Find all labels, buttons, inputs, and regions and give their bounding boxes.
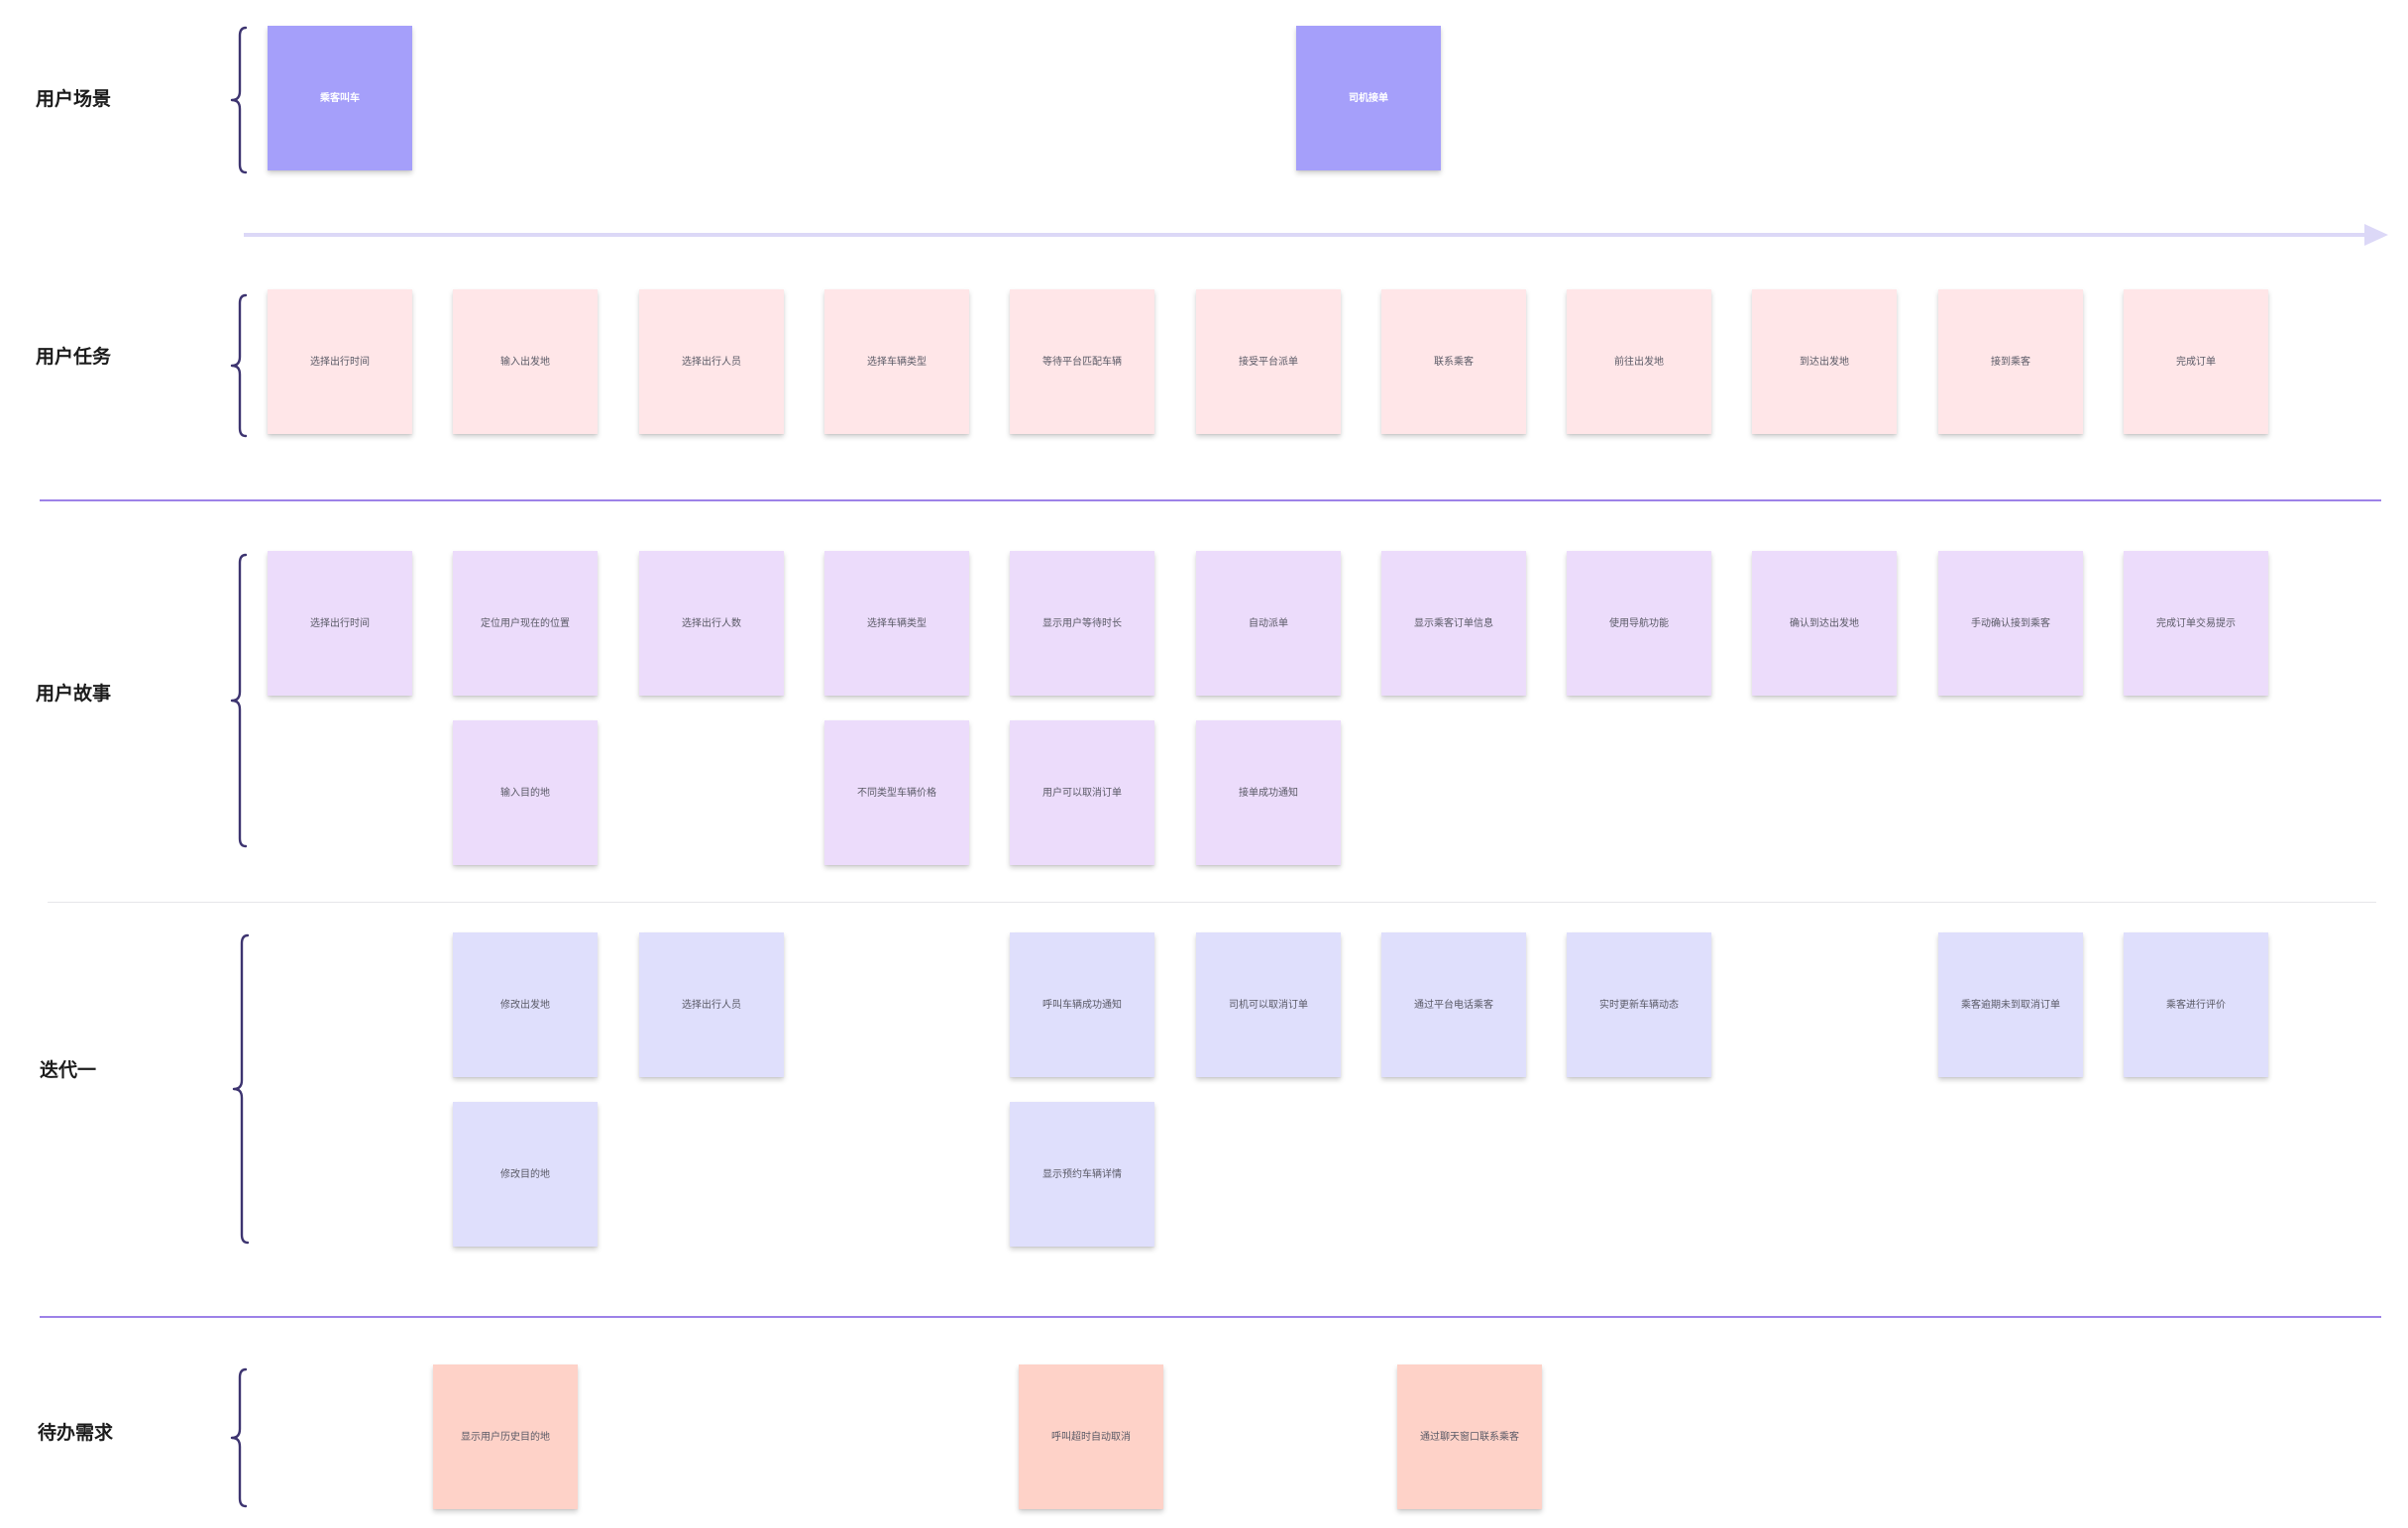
task-note[interactable]: 接到乘客	[1938, 289, 2083, 434]
divider-tasks-stories	[40, 499, 2381, 501]
iteration-note[interactable]: 司机可以取消订单	[1196, 932, 1341, 1077]
row-label-backlog: 待办需求	[38, 1422, 114, 1444]
row-label-iteration: 迭代一	[40, 1059, 97, 1081]
iteration-note[interactable]: 选择出行人员	[639, 932, 784, 1077]
brace-stories	[230, 553, 248, 848]
task-note[interactable]: 前往出发地	[1567, 289, 1711, 434]
scene-note[interactable]: 司机接单	[1296, 26, 1441, 170]
scene-note[interactable]: 乘客叫车	[268, 26, 412, 170]
brace-backlog	[230, 1367, 248, 1508]
task-note[interactable]: 选择出行人员	[639, 289, 784, 434]
divider-stories-iteration	[48, 902, 2376, 903]
task-note[interactable]: 等待平台匹配车辆	[1010, 289, 1154, 434]
story-note[interactable]: 定位用户现在的位置	[453, 551, 598, 696]
iteration-note[interactable]: 通过平台电话乘客	[1381, 932, 1526, 1077]
backlog-note[interactable]: 显示用户历史目的地	[433, 1364, 578, 1509]
task-note[interactable]: 选择车辆类型	[824, 289, 969, 434]
story-note[interactable]: 自动派单	[1196, 551, 1341, 696]
timeline-arrow	[244, 224, 2388, 246]
divider-iteration-backlog	[40, 1316, 2381, 1318]
iteration-note[interactable]: 乘客进行评价	[2124, 932, 2268, 1077]
backlog-note[interactable]: 呼叫超时自动取消	[1019, 1364, 1163, 1509]
story-note[interactable]: 使用导航功能	[1567, 551, 1711, 696]
story-note[interactable]: 选择出行时间	[268, 551, 412, 696]
iteration-note[interactable]: 乘客逾期未到取消订单	[1938, 932, 2083, 1077]
brace-scenes	[230, 26, 248, 174]
iteration-note[interactable]: 呼叫车辆成功通知	[1010, 932, 1154, 1077]
iteration-note[interactable]: 显示预约车辆详情	[1010, 1102, 1154, 1247]
iteration-note[interactable]: 修改出发地	[453, 932, 598, 1077]
row-label-scenes: 用户场景	[36, 88, 112, 110]
story-note[interactable]: 手动确认接到乘客	[1938, 551, 2083, 696]
row-label-tasks: 用户任务	[36, 346, 112, 368]
story-note[interactable]: 用户可以取消订单	[1010, 720, 1154, 865]
task-note[interactable]: 选择出行时间	[268, 289, 412, 434]
task-note[interactable]: 完成订单	[2124, 289, 2268, 434]
story-note[interactable]: 选择车辆类型	[824, 551, 969, 696]
row-label-stories: 用户故事	[36, 683, 112, 705]
story-note[interactable]: 显示用户等待时长	[1010, 551, 1154, 696]
story-note[interactable]: 接单成功通知	[1196, 720, 1341, 865]
iteration-note[interactable]: 修改目的地	[453, 1102, 598, 1247]
task-note[interactable]: 到达出发地	[1752, 289, 1897, 434]
story-note[interactable]: 选择出行人数	[639, 551, 784, 696]
task-note[interactable]: 联系乘客	[1381, 289, 1526, 434]
brace-iteration	[232, 933, 250, 1245]
story-note[interactable]: 完成订单交易提示	[2124, 551, 2268, 696]
story-note[interactable]: 输入目的地	[453, 720, 598, 865]
task-note[interactable]: 接受平台派单	[1196, 289, 1341, 434]
story-note[interactable]: 不同类型车辆价格	[824, 720, 969, 865]
story-note[interactable]: 显示乘客订单信息	[1381, 551, 1526, 696]
iteration-note[interactable]: 实时更新车辆动态	[1567, 932, 1711, 1077]
story-note[interactable]: 确认到达出发地	[1752, 551, 1897, 696]
task-note[interactable]: 输入出发地	[453, 289, 598, 434]
backlog-note[interactable]: 通过聊天窗口联系乘客	[1397, 1364, 1542, 1509]
brace-tasks	[230, 293, 248, 438]
